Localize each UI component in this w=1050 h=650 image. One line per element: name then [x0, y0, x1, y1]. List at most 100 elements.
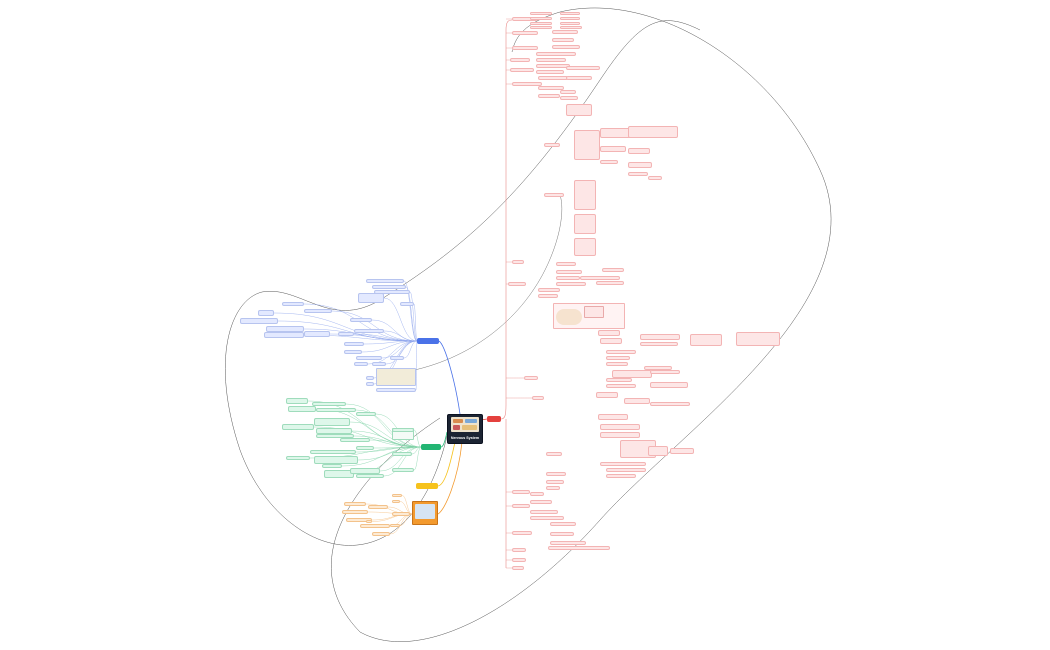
red-detail-node[interactable] — [530, 17, 552, 20]
red-detail-node[interactable] — [552, 45, 580, 49]
green-subtopic[interactable] — [356, 446, 374, 450]
red-leaf-node[interactable] — [598, 414, 628, 420]
red-leaf-node[interactable] — [580, 276, 620, 280]
red-leaf-node[interactable] — [596, 281, 624, 285]
red-detail-node[interactable] — [530, 492, 544, 496]
red-subtopic[interactable] — [512, 531, 532, 535]
red-leaf-node[interactable] — [560, 12, 580, 15]
red-detail-node[interactable] — [546, 452, 562, 456]
red-detail-node[interactable] — [538, 86, 564, 90]
orange-subtopic[interactable] — [372, 532, 390, 536]
green-subtopic[interactable] — [322, 464, 342, 468]
red-leaf-node[interactable] — [574, 130, 600, 160]
red-leaf-node[interactable] — [606, 378, 632, 382]
red-leaf-node[interactable] — [606, 356, 630, 360]
blue-subtopic[interactable] — [400, 302, 414, 306]
blue-subtopic[interactable] — [304, 331, 330, 337]
red-detail-node[interactable] — [530, 500, 552, 504]
green-subtopic[interactable] — [340, 438, 370, 442]
green-subtopic[interactable] — [316, 428, 352, 434]
red-subtopic[interactable] — [524, 376, 538, 380]
orange-subtopic[interactable] — [360, 524, 390, 528]
red-leaf-node[interactable] — [600, 424, 640, 430]
red-leaf-node[interactable] — [628, 172, 648, 176]
red-leaf-node[interactable] — [560, 96, 578, 100]
red-leaf-node[interactable] — [606, 384, 636, 388]
green-subtopic[interactable] — [356, 412, 376, 416]
blue-subtopic[interactable] — [374, 290, 410, 294]
red-leaf-node[interactable] — [600, 160, 618, 164]
green-subtopic[interactable] — [392, 428, 414, 432]
red-detail-node[interactable] — [550, 532, 574, 536]
blue-subtopic[interactable] — [366, 382, 374, 386]
red-leaf-node[interactable] — [596, 392, 618, 398]
orange-subtopic[interactable] — [392, 500, 400, 503]
red-leaf-node[interactable] — [644, 366, 672, 370]
green-subtopic[interactable] — [286, 456, 310, 460]
red-leaf-node[interactable] — [628, 148, 650, 154]
green-subtopic[interactable] — [350, 468, 380, 474]
red-leaf-node[interactable] — [736, 332, 780, 346]
red-leaf-node[interactable] — [600, 146, 626, 152]
blue-subtopic[interactable] — [372, 362, 386, 366]
red-leaf-node[interactable] — [628, 162, 652, 168]
red-detail-node[interactable] — [552, 30, 578, 34]
red-subtopic[interactable] — [512, 548, 526, 552]
green-subtopic[interactable] — [286, 398, 308, 404]
blue-subtopic[interactable] — [344, 342, 364, 346]
red-leaf-node[interactable] — [598, 330, 620, 336]
green-subtopic[interactable] — [392, 468, 414, 472]
red-detail-node[interactable] — [530, 516, 564, 520]
red-subtopic[interactable] — [510, 68, 534, 72]
green-subtopic[interactable] — [316, 408, 356, 412]
blue-subtopic[interactable] — [240, 318, 278, 324]
orange-subtopic[interactable] — [366, 520, 372, 523]
red-subtopic[interactable] — [508, 282, 526, 286]
blue-subtopic[interactable] — [366, 376, 374, 380]
red-detail-node[interactable] — [544, 143, 560, 147]
green-subtopic[interactable] — [316, 434, 354, 438]
red-detail-node[interactable] — [538, 288, 560, 292]
orange-subtopic[interactable] — [390, 524, 400, 527]
red-leaf-node[interactable] — [690, 334, 722, 346]
red-detail-node[interactable] — [552, 38, 574, 42]
red-leaf-node[interactable] — [650, 382, 688, 388]
red-detail-node[interactable] — [556, 276, 580, 280]
red-leaf-node[interactable] — [600, 432, 640, 438]
red-detail-node[interactable] — [536, 52, 576, 56]
red-detail-node[interactable] — [546, 472, 566, 476]
red-subtopic[interactable] — [512, 558, 526, 562]
red-detail-node[interactable] — [530, 12, 552, 15]
red-leaf-node[interactable] — [574, 214, 596, 234]
red-leaf-node[interactable] — [600, 338, 622, 344]
red-leaf-node[interactable] — [560, 26, 582, 29]
red-leaf-node[interactable] — [612, 370, 652, 378]
red-detail-node[interactable] — [538, 94, 560, 98]
branch-yellow-topic[interactable] — [416, 483, 438, 489]
red-detail-node[interactable] — [544, 193, 564, 197]
blue-subtopic[interactable] — [390, 356, 404, 360]
orange-subtopic[interactable] — [392, 512, 410, 516]
red-leaf-node[interactable] — [602, 268, 624, 272]
blue-subtopic[interactable] — [304, 309, 332, 313]
red-detail-node[interactable] — [530, 510, 558, 514]
red-subtopic[interactable] — [512, 566, 524, 570]
blue-subtopic[interactable] — [266, 326, 304, 332]
red-detail-node[interactable] — [550, 522, 576, 526]
red-leaf-node[interactable] — [566, 66, 600, 70]
orange-subtopic[interactable] — [344, 502, 366, 506]
red-detail-node[interactable] — [538, 76, 568, 80]
red-leaf-node[interactable] — [606, 468, 646, 472]
red-leaf-node[interactable] — [650, 370, 680, 374]
red-leaf-node[interactable] — [648, 176, 662, 180]
red-detail-node[interactable] — [538, 294, 558, 298]
red-leaf-node[interactable] — [624, 398, 650, 404]
red-subtopic[interactable] — [512, 504, 530, 508]
red-subtopic[interactable] — [512, 490, 530, 494]
blue-subtopic[interactable] — [376, 388, 416, 392]
green-subtopic[interactable] — [314, 418, 350, 426]
red-leaf-node[interactable] — [600, 462, 646, 466]
red-subtopic[interactable] — [510, 58, 530, 62]
red-leaf-node[interactable] — [560, 90, 576, 94]
red-detail-node[interactable] — [536, 64, 570, 68]
